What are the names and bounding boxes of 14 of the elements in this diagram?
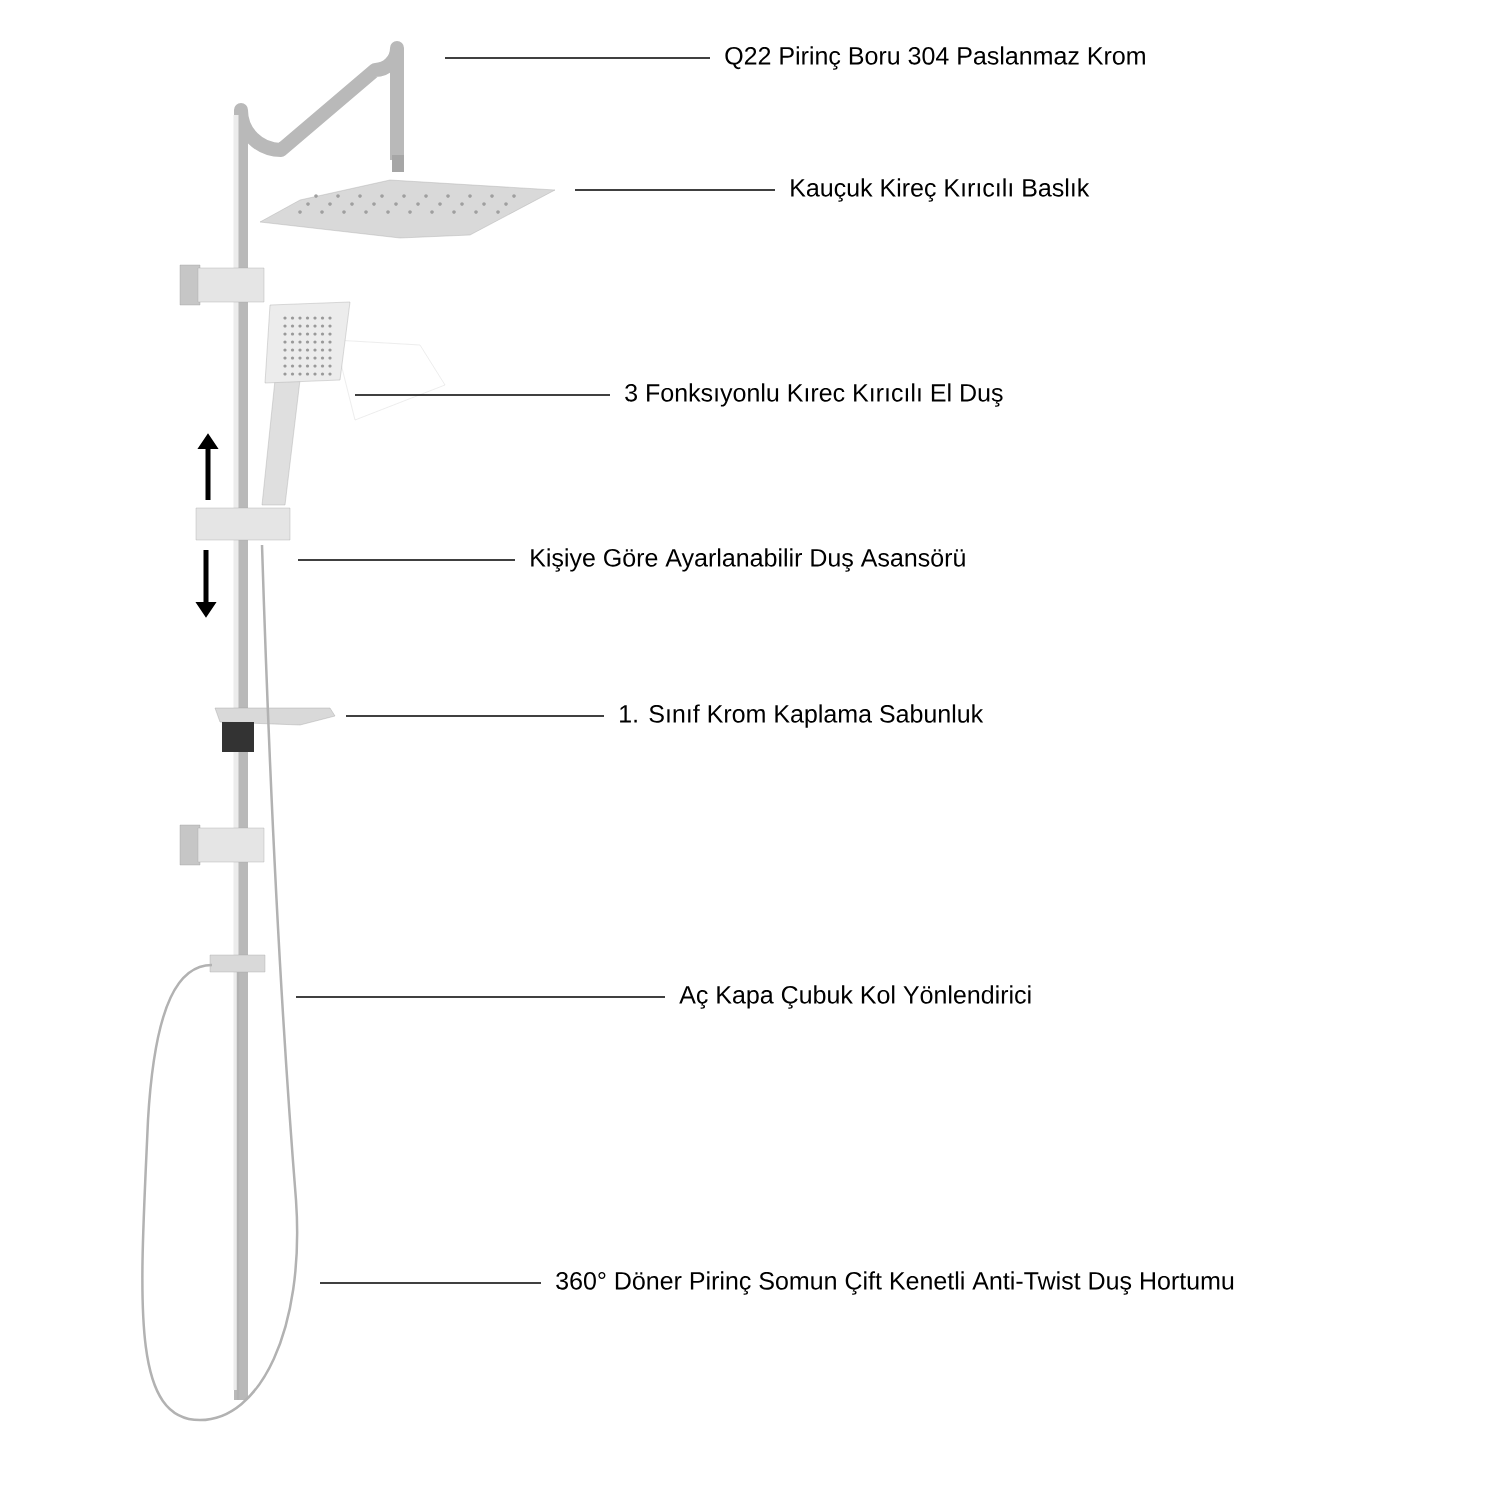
callout-text: 1. Sınıf Krom Kaplama Sabunluk bbox=[620, 704, 984, 728]
callout-text: Kauçuk Kireç Kırıcılı Baslık bbox=[791, 178, 1090, 202]
callout-text: 360° Döner Pirinç Somun Çift Kenetli Anti-Twist Duş Hortumu bbox=[556, 1271, 1234, 1295]
leader-line bbox=[354, 394, 611, 396]
leader-line bbox=[574, 189, 776, 191]
leader-line bbox=[297, 559, 516, 561]
callout-text: Q22 Pirinç Boru 304 Paslanmaz Krom bbox=[725, 46, 1145, 70]
leader-line bbox=[295, 996, 666, 998]
leader-line bbox=[345, 715, 605, 717]
callout-text: 3 Fonksıyonlu Kırec Kırıcılı El Duş bbox=[625, 383, 1003, 407]
leader-line bbox=[319, 1282, 542, 1284]
leader-line bbox=[444, 57, 711, 59]
callout-text: Kişiye Göre Ayarlanabilir Duş Asansörü bbox=[531, 548, 965, 572]
callout-text: Aç Kapa Çubuk Kol Yönlendirici bbox=[679, 985, 1031, 1009]
